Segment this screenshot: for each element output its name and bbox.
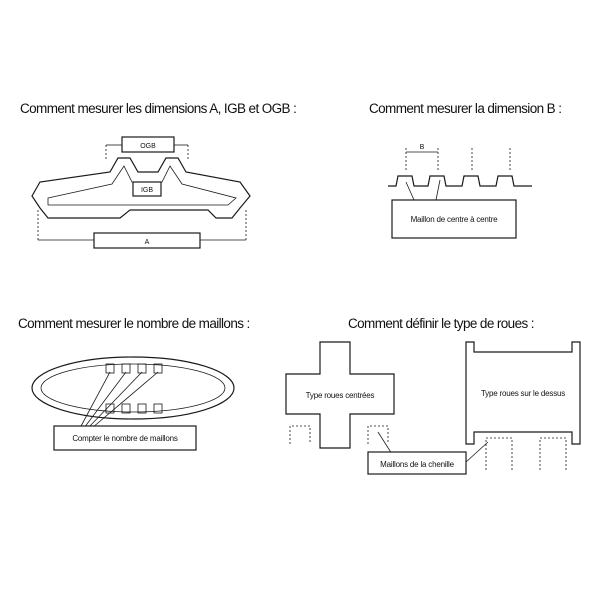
link-mark xyxy=(137,403,147,414)
centered-link-left xyxy=(289,425,311,444)
link-mark xyxy=(105,363,115,374)
link-mark xyxy=(121,363,131,374)
pitch-label-box xyxy=(391,199,517,239)
link-mark xyxy=(153,363,163,374)
track-cross-section: OGB IGB A xyxy=(31,136,251,249)
top-link-left xyxy=(485,437,513,470)
top-link-right xyxy=(539,437,567,470)
heading-links-count: Comment mesurer le nombre de maillons : xyxy=(18,316,250,331)
link-mark xyxy=(137,363,147,374)
pitch-label: Maillon de centre à centre xyxy=(411,215,499,224)
wheel-type-diagram: Type roues centrées Type roues sur le de… xyxy=(285,341,581,475)
igb-label-box xyxy=(132,181,162,197)
track-links-label-box xyxy=(367,451,467,475)
track-loop-outer xyxy=(31,356,235,420)
count-leader xyxy=(91,371,159,429)
centered-wheels-label: Type roues centrées xyxy=(306,391,375,400)
igb-label: IGB xyxy=(141,187,153,194)
heading-dimension-b: Comment mesurer la dimension B : xyxy=(369,101,561,116)
track-lug-profile xyxy=(388,175,532,187)
pitch-leader-2 xyxy=(435,179,441,201)
heading-wheel-type: Comment définir le type de roues : xyxy=(348,316,534,331)
track-loop-inner xyxy=(40,363,226,413)
ogb-label-box xyxy=(121,136,175,153)
link-mark xyxy=(153,403,163,414)
link-count-diagram: Compter le nombre de maillons xyxy=(31,356,235,451)
count-leader xyxy=(87,371,143,429)
b-label: B xyxy=(420,144,425,151)
pitch-leader-1 xyxy=(405,181,415,201)
a-label-box xyxy=(93,232,201,249)
count-leader xyxy=(83,371,127,429)
top-wheel-shape xyxy=(465,341,581,445)
top-wheels-label: Type roues sur le dessus xyxy=(481,389,565,398)
ogb-label: OGB xyxy=(140,143,156,150)
heading-dimensions-a-igb-ogb: Comment mesurer les dimensions A, IGB et… xyxy=(20,101,296,116)
track-body-outline xyxy=(31,157,251,219)
count-label-box xyxy=(53,425,197,451)
count-label: Compter le nombre de maillons xyxy=(72,434,178,443)
track-links-label: Maillons de la chenille xyxy=(380,460,454,469)
links-leader-right xyxy=(465,441,489,463)
link-mark xyxy=(121,403,131,414)
a-label: A xyxy=(145,239,150,246)
pitch-diagram: B Maillon de centre à centre xyxy=(388,144,532,239)
count-leader xyxy=(79,371,111,429)
track-inner-line xyxy=(47,165,237,206)
centered-link-right xyxy=(367,425,389,444)
links-leader-left xyxy=(377,431,393,455)
centered-wheel-shape xyxy=(285,341,395,449)
